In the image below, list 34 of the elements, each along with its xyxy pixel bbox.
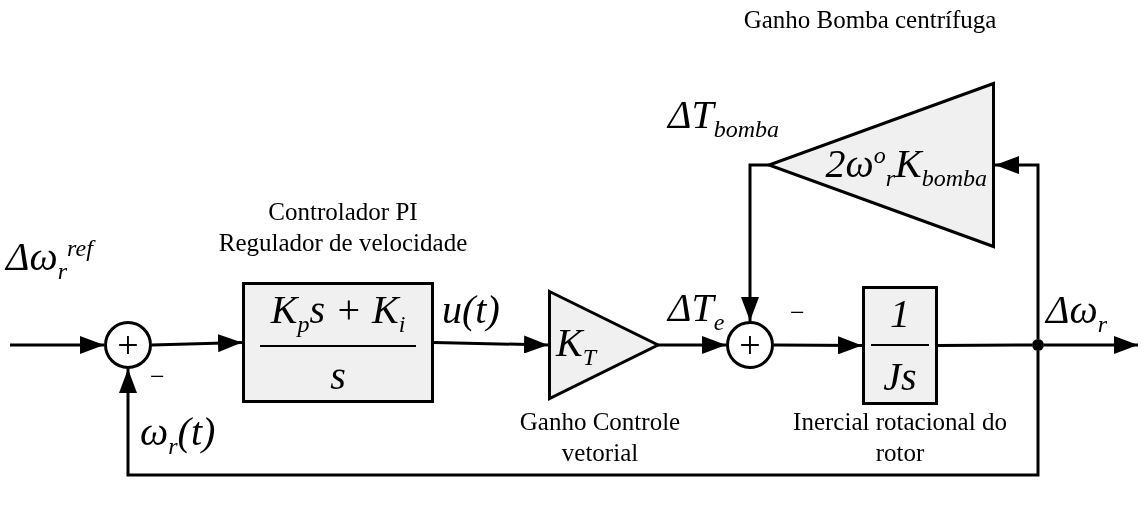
signal-label: ω$_{r}$(t)	[140, 412, 216, 458]
summing-junction	[726, 321, 774, 369]
signal-label: ΔT$_{e}$	[668, 288, 725, 334]
denominator: s	[330, 355, 346, 396]
block-caption: Inercial rotacional do rotor	[792, 407, 1008, 469]
block-caption: Ganho Controle vetorial	[518, 407, 682, 469]
transfer-function-block	[862, 286, 938, 405]
signal-arrow	[119, 351, 1040, 477]
signal-arrow	[10, 336, 104, 354]
signal-arrow	[774, 336, 862, 355]
gain-label: K$_{T}$	[556, 323, 597, 369]
signal-label: Δω$_{r}$	[1046, 290, 1108, 336]
junction-dot	[1032, 339, 1044, 351]
signal-label: u(t)	[442, 290, 500, 330]
gain-triangle	[548, 290, 658, 400]
signal-arrow	[151, 334, 243, 353]
sign-label: −	[790, 298, 805, 328]
denominator: Js	[883, 356, 917, 397]
numerator: K$_{p}$s + K$_{i}$	[270, 289, 406, 336]
signal-label: ΔT$_{bomba}$	[668, 95, 780, 141]
operator-symbol: +	[116, 325, 140, 365]
transfer-function-block	[242, 282, 434, 403]
summing-junction	[104, 321, 152, 369]
signal-arrow	[741, 163, 769, 321]
sign-label: −	[150, 362, 165, 392]
signal-arrow	[658, 336, 726, 354]
numerator: 1	[890, 294, 910, 335]
gain-label: 2ω$^{o}$$_{r}$K$_{bomba}$	[825, 143, 987, 191]
signal-arrow	[995, 156, 1040, 339]
signal-arrow	[433, 335, 549, 354]
block-caption: Controlador PI Regulador de velocidade	[218, 197, 468, 259]
block-caption: Ganho Bomba centrífuga	[742, 5, 998, 35]
operator-symbol: +	[738, 325, 762, 365]
signal-arrow	[1044, 336, 1138, 354]
